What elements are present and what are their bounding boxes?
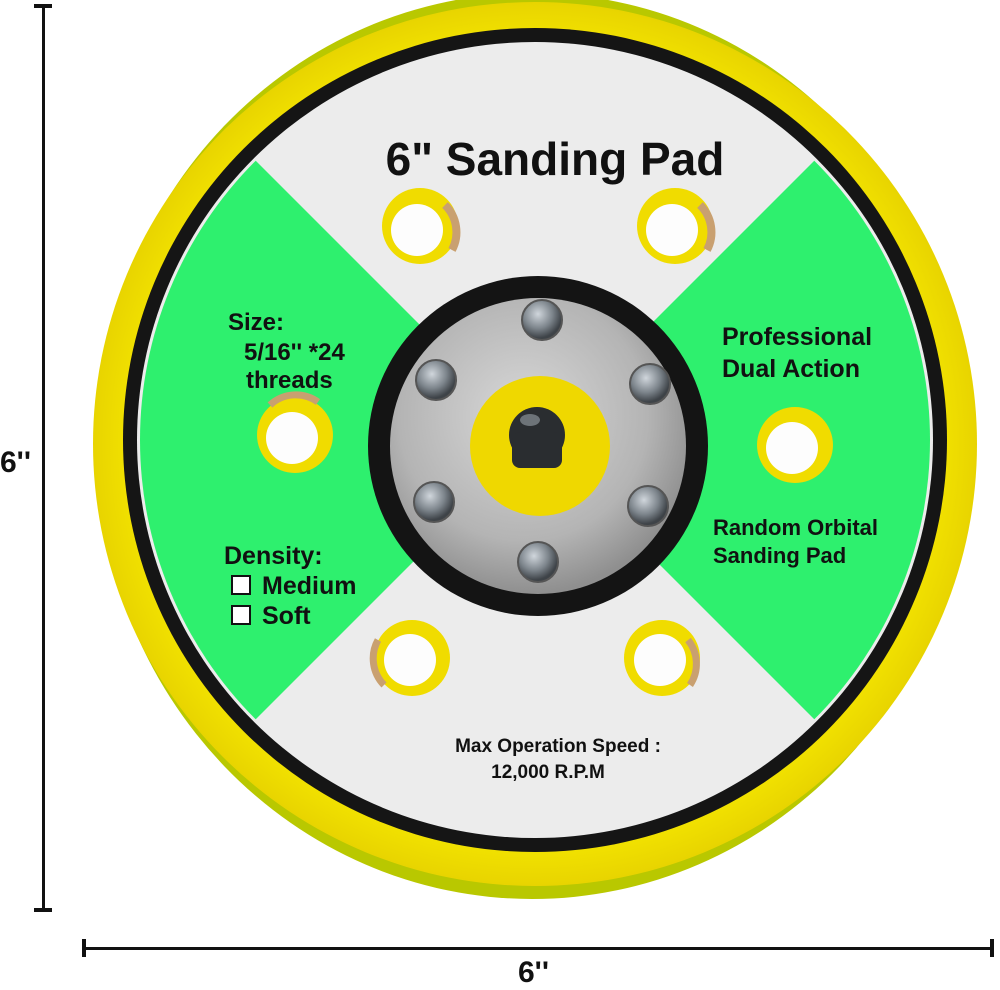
speed-label: Max Operation Speed : [455,736,661,757]
arbor-shaft-highlight [520,414,540,426]
dust-hole [624,620,700,696]
speed-value: 12,000 R.P.M [491,762,605,783]
width-dimension-label: 6'' [518,956,549,989]
type-line2: Sanding Pad [713,543,846,568]
width-dimension-right-cap [990,939,994,957]
arbor-shaft-body [512,432,562,468]
feature-line2: Dual Action [722,355,860,383]
width-dimension-line [84,947,992,950]
dust-holes [257,188,833,696]
label-green-left [140,45,535,835]
height-dimension-line [42,6,45,910]
dust-hole [757,407,833,483]
density-checkbox-soft [231,605,251,625]
size-heading: Size: [228,309,284,336]
type-line1: Random Orbital [713,515,878,540]
hub-screws [413,299,671,583]
size-thread-line2: threads [246,367,333,394]
dust-hole [382,188,461,264]
dust-hole [369,620,450,696]
pad-title: 6" Sanding Pad [386,133,725,185]
density-checkbox-medium [231,575,251,595]
height-dimension-label: 6'' [0,446,31,479]
height-dimension-top-cap [34,4,52,8]
size-thread-line1: 5/16'' *24 [244,339,345,366]
dust-hole [637,188,716,264]
density-option-medium: Medium [262,572,356,600]
width-dimension-left-cap [82,939,86,957]
label-green-right [535,45,930,835]
density-heading: Density: [224,542,323,570]
dust-hole [257,391,333,473]
density-option-soft: Soft [262,602,311,630]
height-dimension-bottom-cap [34,908,52,912]
feature-line1: Professional [722,323,872,351]
